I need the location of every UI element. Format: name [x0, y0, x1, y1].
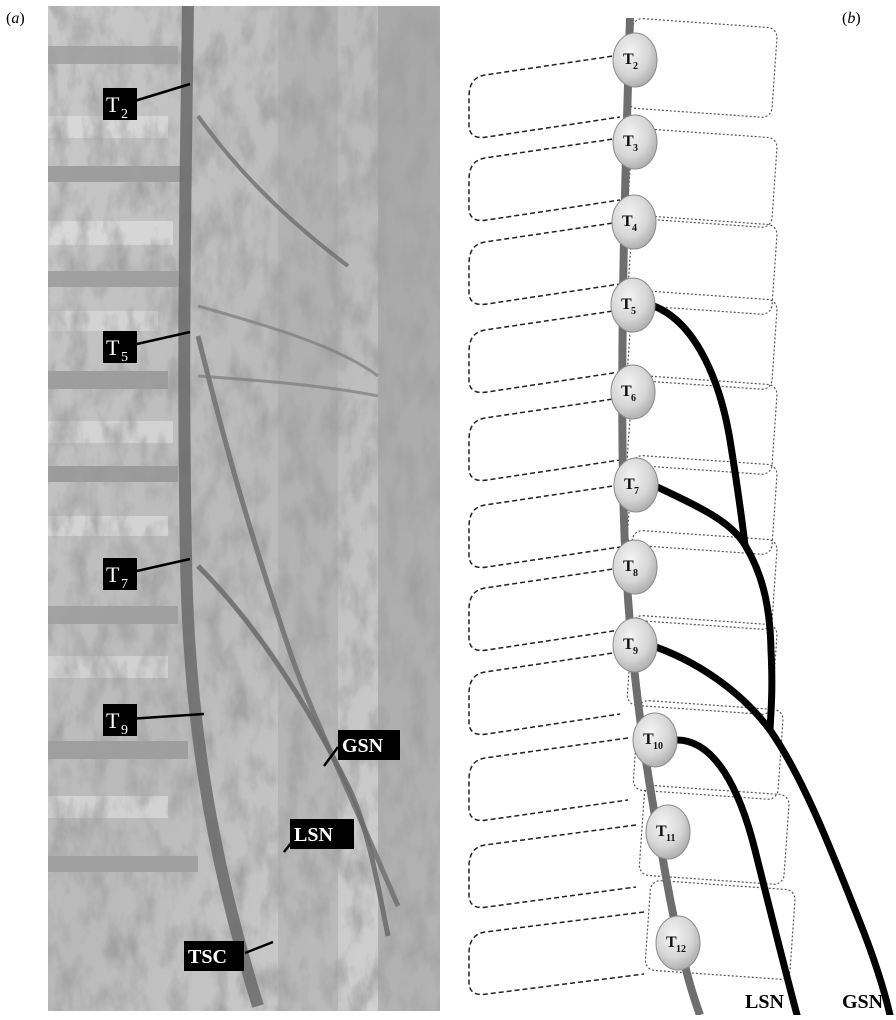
left-rib-outlines: [469, 55, 644, 995]
left-rib-outline: [469, 485, 620, 568]
ganglion-ellipse: [613, 33, 657, 87]
label-tsc: TSC: [184, 941, 244, 971]
label-t9: T 9: [103, 704, 137, 738]
label-lsn: LSN: [290, 819, 354, 849]
label-tsc-text: TSC: [188, 946, 227, 968]
left-rib-outline: [469, 738, 628, 821]
left-rib-outline: [469, 138, 620, 221]
ganglion-ellipse: [612, 195, 656, 249]
ganglion-label-sub: 3: [633, 143, 638, 154]
ganglion-ellipse: [613, 540, 657, 594]
left-rib-outline: [469, 912, 644, 995]
dissection-photograph: T 2 T 5 T 7 T 9 GSN LSN TSC: [48, 6, 440, 1011]
gsn-root-t7: [653, 485, 772, 730]
label-t7-sub: 7: [121, 577, 128, 592]
ganglion-ellipse: [611, 278, 655, 332]
ganglion-label-sub: 5: [631, 306, 636, 317]
left-rib-outline: [469, 652, 620, 735]
ganglion-label-sub: 4: [632, 223, 637, 234]
ganglion-ellipse: [656, 916, 700, 970]
label-t2-sub: 2: [121, 107, 128, 122]
ganglion-label-sub: 8: [633, 568, 638, 579]
label-t9-sub: 9: [121, 723, 128, 738]
ganglion-ellipse: [613, 115, 657, 169]
left-rib-outline: [469, 222, 620, 305]
label-t5-main: T: [106, 335, 120, 360]
label-t2: T 2: [103, 88, 137, 122]
ganglion-label-sub: 2: [633, 61, 638, 72]
ganglion-ellipse: [613, 618, 657, 672]
left-rib-outline: [469, 568, 620, 651]
ganglion-label-sub: 12: [676, 944, 686, 955]
ganglion-ellipse: [646, 805, 690, 859]
left-rib-outline: [469, 310, 620, 393]
label-gsn-text: GSN: [342, 735, 384, 757]
ganglion-label-sub: 9: [633, 646, 638, 657]
ganglion-label-sub: 7: [634, 486, 639, 497]
label-t9-main: T: [106, 708, 120, 733]
ganglion-ellipse: [633, 713, 677, 767]
left-rib-outline: [469, 398, 620, 481]
ganglion-label-sub: 6: [631, 393, 636, 404]
photograph-canvas: T 2 T 5 T 7 T 9 GSN LSN TSC: [48, 6, 440, 1011]
panel-a-letter: (a): [6, 10, 25, 28]
left-rib-outline: [469, 55, 620, 138]
label-t2-main: T: [106, 92, 120, 117]
label-lsn-b: LSN: [745, 991, 784, 1013]
label-gsn: GSN: [338, 730, 400, 760]
label-t5: T 5: [103, 331, 137, 365]
label-lsn-text: LSN: [294, 824, 333, 846]
label-t7-main: T: [106, 562, 120, 587]
label-t7: T 7: [103, 558, 137, 592]
panel-a-letter-text: a: [11, 10, 19, 27]
label-t5-sub: 5: [121, 350, 128, 365]
ganglion-label-sub: 11: [666, 833, 675, 844]
ganglion-ellipse: [614, 458, 658, 512]
ganglion-label-sub: 10: [653, 741, 663, 752]
ganglion-ellipse: [611, 365, 655, 419]
splanchnic-nerves: [650, 305, 890, 1015]
label-gsn-b: GSN: [842, 991, 884, 1013]
left-rib-outline: [469, 825, 636, 908]
